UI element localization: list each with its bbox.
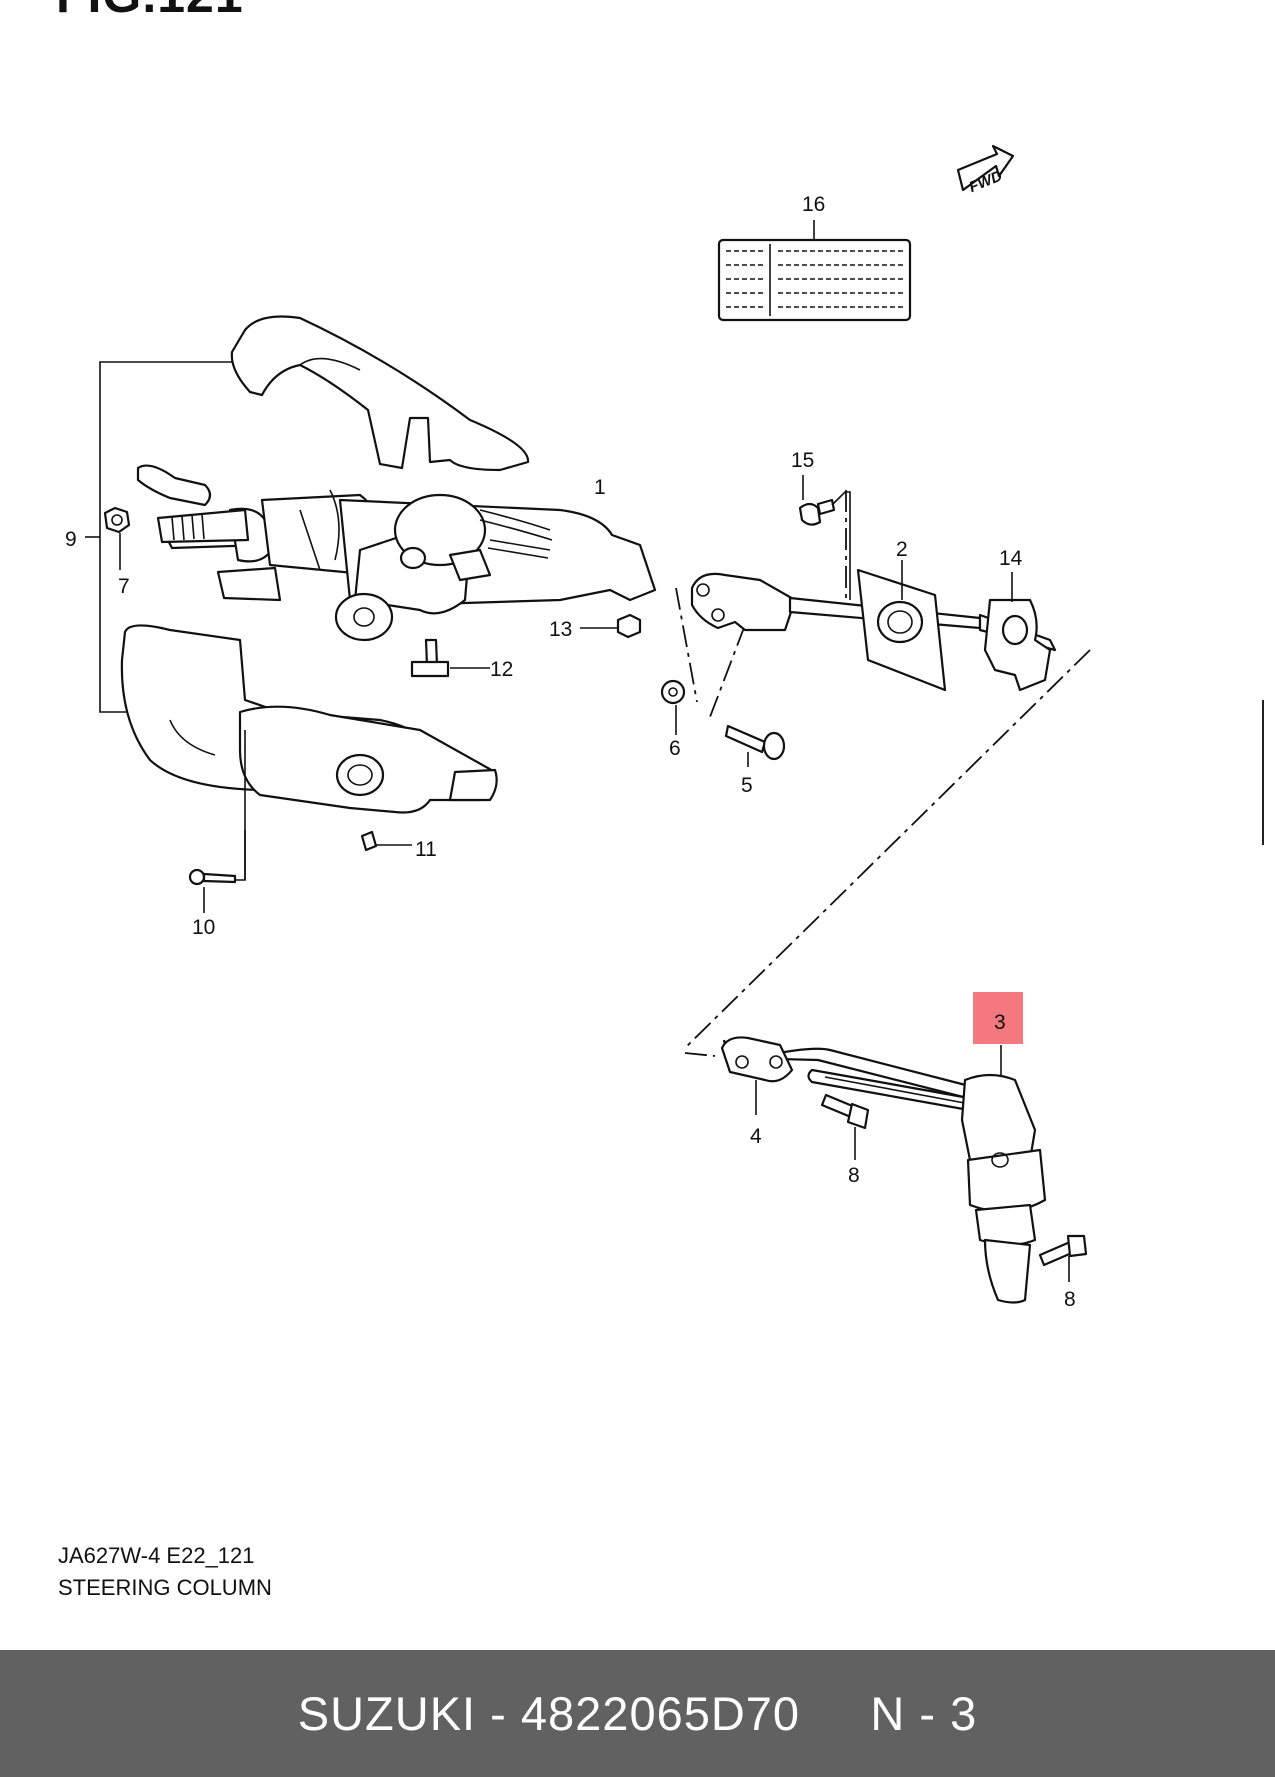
bolt-15[interactable] [798,475,851,600]
callout-2: 2 [896,538,908,561]
parts-diagram: FWD [65,144,1091,1311]
callout-labels: 1 2 3 4 5 6 7 8 8 9 10 11 12 13 14 15 16 [65,193,1076,1311]
steering-column-assembly[interactable] [136,464,657,642]
nut-7[interactable] [103,506,131,570]
callout-10: 10 [192,916,215,939]
callout-5: 5 [741,774,753,797]
callout-1: 1 [594,476,606,499]
callout-13: 13 [549,618,572,641]
bolt-5[interactable] [724,724,786,767]
label-plate-16[interactable] [717,220,912,322]
footer-bar: SUZUKI - 4822065D70 N - 3 [0,1650,1275,1777]
figure-title: FIG.121 [56,0,244,24]
fwd-arrow-icon: FWD [956,144,1015,196]
callout-6: 6 [669,737,681,760]
callout-9: 9 [65,528,77,551]
diagram-name: STEERING COLUMN [58,1575,272,1600]
shaft-splined-end[interactable] [156,508,250,544]
highlight-box-3 [973,992,1023,1044]
screw-10[interactable] [188,830,246,913]
footer-part-number: SUZUKI - 4822065D70 N - 3 [297,1687,978,1740]
dust-seal-plate-2[interactable] [856,560,947,692]
bolt-8-lower[interactable] [1038,1234,1088,1282]
diagram-code: JA627W-4 E22_121 [58,1543,255,1568]
bolt-8-upper[interactable] [820,1093,870,1160]
callout-16: 16 [802,193,825,216]
bracket-14[interactable] [983,572,1052,692]
callout-8b: 8 [1064,1288,1076,1311]
callout-3: 3 [994,1011,1006,1034]
screw-11[interactable] [360,830,412,852]
callout-8a: 8 [848,1164,860,1187]
callout-4: 4 [750,1125,762,1148]
callout-15: 15 [791,449,814,472]
callout-14: 14 [999,547,1023,570]
nut-13[interactable] [580,613,642,639]
lower-column-cover[interactable] [120,624,498,880]
nut-6[interactable] [660,679,686,735]
lower-shaft-joint-3[interactable] [722,1039,1047,1304]
clamp-4[interactable] [720,1036,794,1115]
page-edge-mark [1262,700,1275,845]
callout-11: 11 [415,838,437,861]
bolt-12[interactable] [410,638,490,678]
upper-column-cover[interactable] [230,315,530,472]
callout-12: 12 [490,658,513,681]
callout-7: 7 [118,575,130,598]
connection-lines [675,490,1091,1057]
